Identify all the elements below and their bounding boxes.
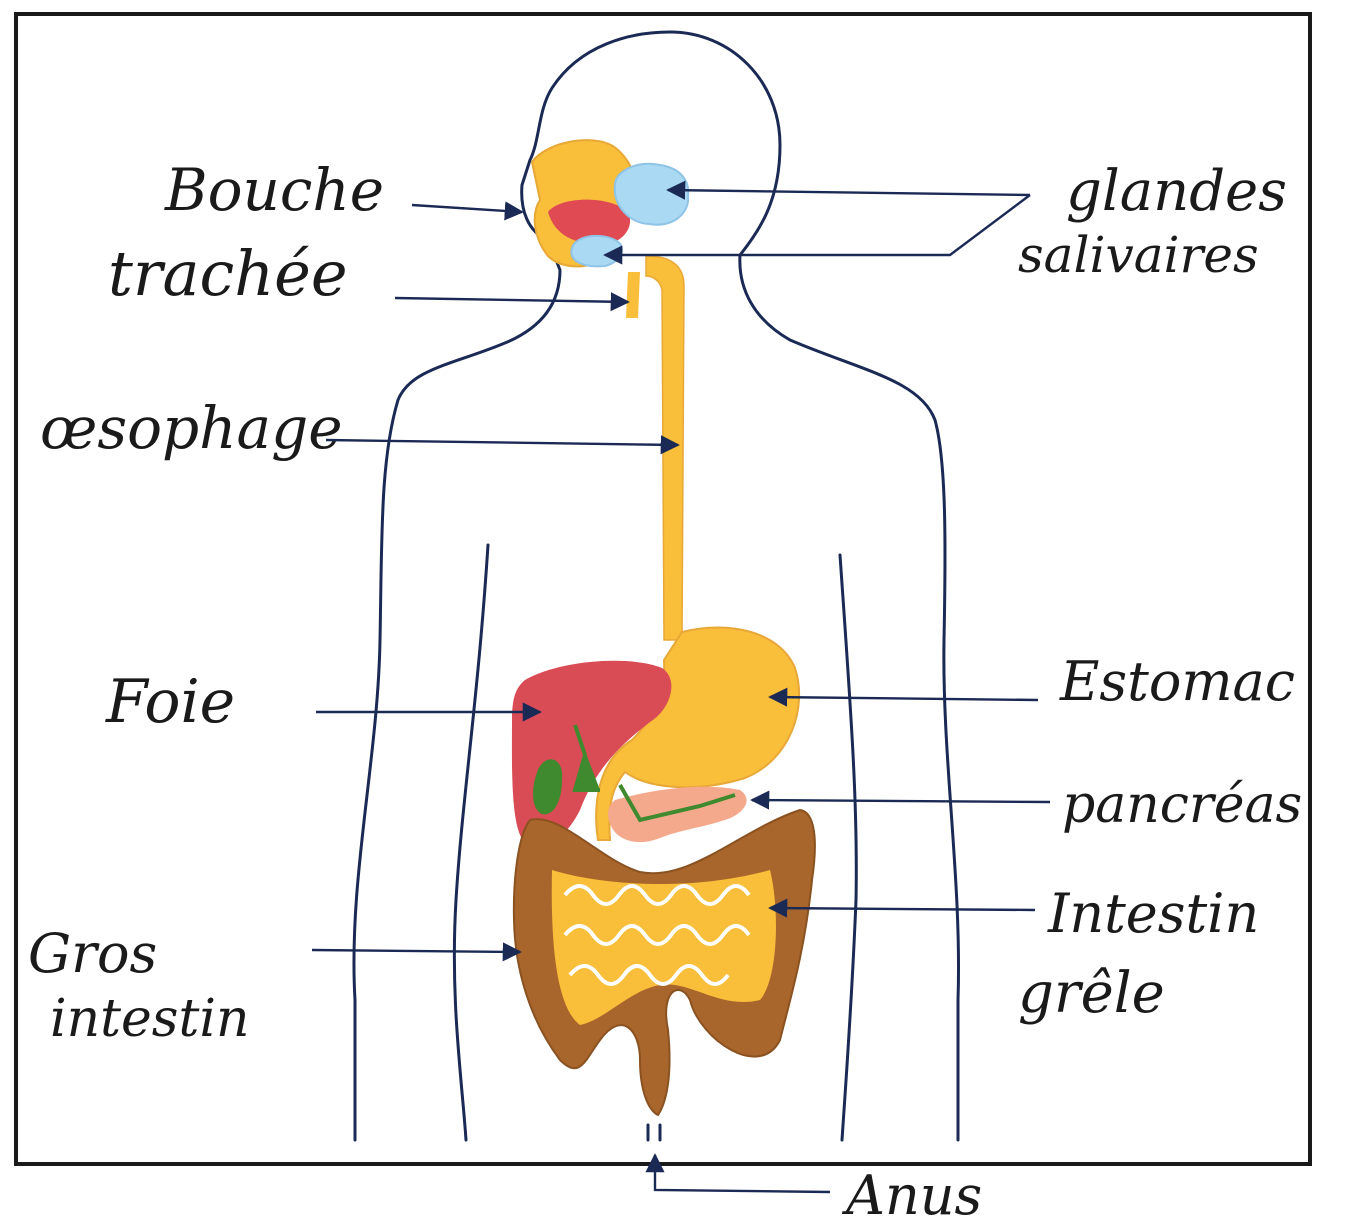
label-glandes-1: glandes [1066,159,1287,224]
label-estomac: Estomac [1059,650,1295,713]
label-intestin-grele-2: grêle [1018,961,1165,1026]
label-foie: Foie [105,667,235,737]
trachea [626,272,640,318]
label-glandes-2: salivaires [1018,226,1259,284]
label-gros-intestin-2: intestin [50,989,250,1049]
label-bouche: Bouche [164,156,384,224]
label-anus: Anus [841,1164,982,1222]
label-trachee: trachée [108,237,348,310]
label-oesophage: œsophage [40,394,343,462]
label-gros-intestin-1: Gros [28,922,157,985]
label-pancreas: pancréas [1062,775,1302,835]
label-intestin-grele-1: Intestin [1047,882,1259,945]
